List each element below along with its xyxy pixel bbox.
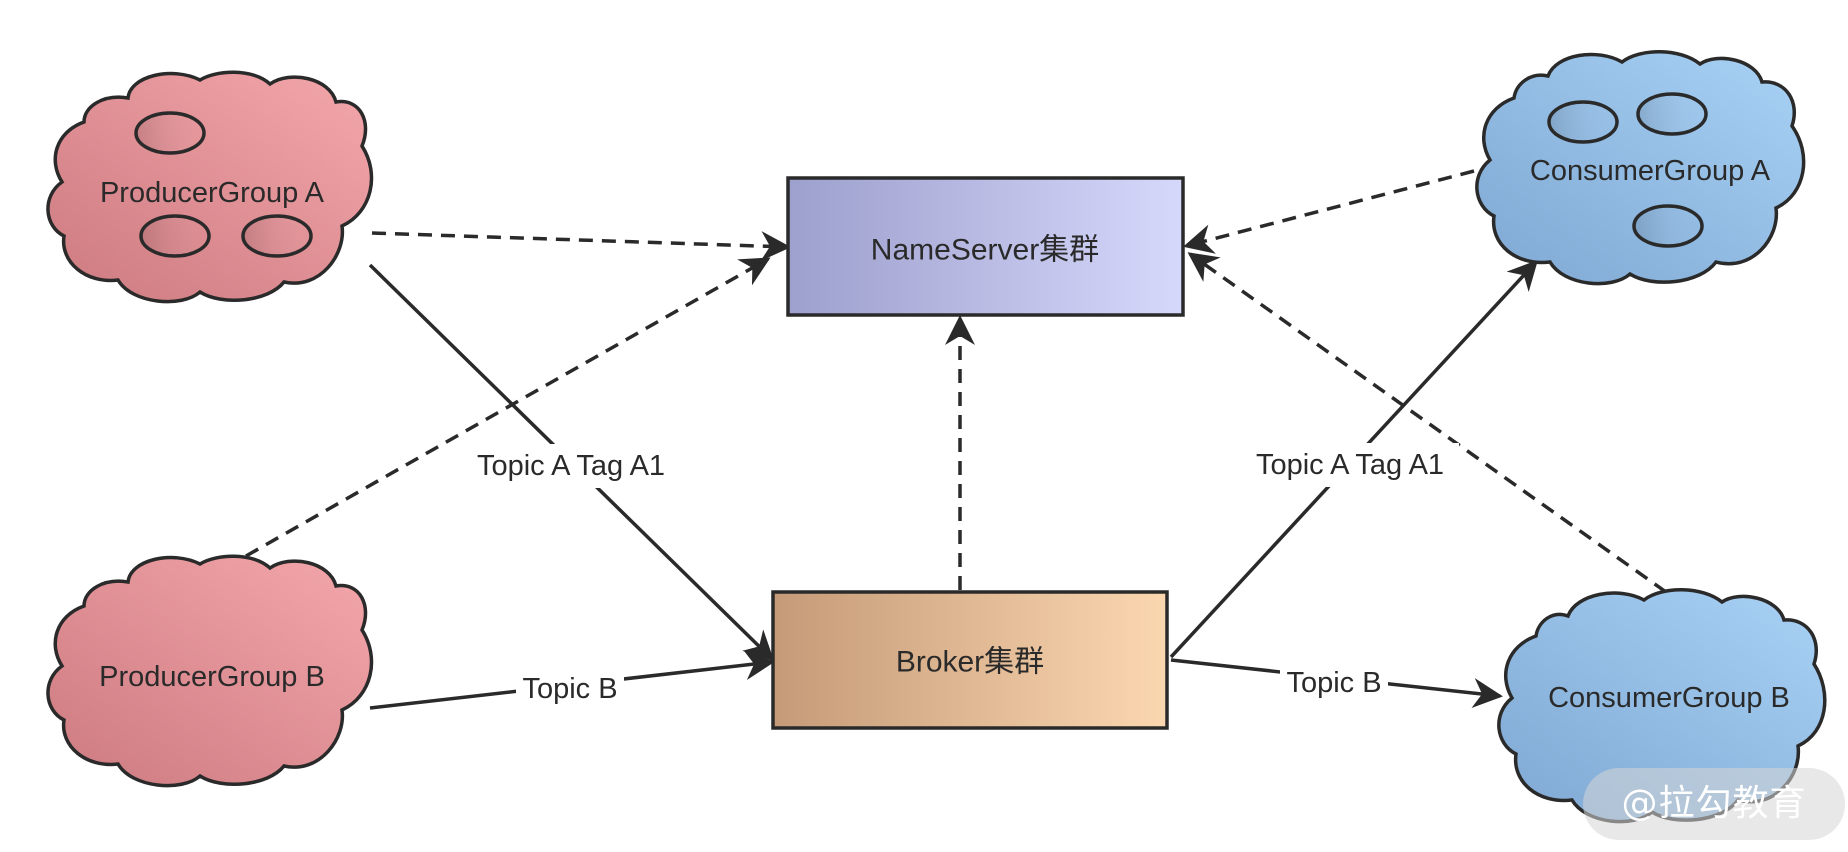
consumer-instance-icon — [1547, 100, 1619, 144]
edge-label-consumer-a-topic: Topic A Tag A1 — [1256, 449, 1444, 481]
consumer-group-b-label: ConsumerGroup B — [1548, 682, 1790, 714]
edge-label-consumer-b-topic: Topic B — [1286, 667, 1381, 699]
producer-group-a-node: ProducerGroup A — [46, 70, 374, 304]
consumer-instance-icon — [1636, 92, 1708, 136]
consumer-group-a-node: ConsumerGroup A — [1475, 50, 1806, 286]
producer-instance-icon — [241, 214, 313, 258]
producer-instance-icon — [134, 111, 206, 155]
consumer-group-a-label: ConsumerGroup A — [1530, 155, 1771, 187]
broker-cluster-label: Broker集群 — [896, 646, 1044, 679]
brand-watermark: @拉勾教育 — [1583, 768, 1845, 840]
edge-producer-a-to-nameserver — [371, 231, 791, 262]
edge-producer-b-to-nameserver — [245, 257, 771, 558]
edge-labels: Topic A Tag A1 Topic A Tag A1 Topic B To… — [462, 443, 1459, 710]
producer-group-a-label: ProducerGroup A — [100, 177, 325, 209]
consumer-instance-icon — [1632, 204, 1704, 248]
nameserver-cluster-label: NameServer集群 — [871, 234, 1099, 267]
broker-cluster-node: Broker集群 — [771, 590, 1169, 730]
producer-group-b-cloud — [46, 554, 374, 788]
edge-consumer-b-to-nameserver — [1187, 252, 1668, 594]
edge-label-producer-a-topic: Topic A Tag A1 — [477, 450, 665, 482]
producer-group-b-label: ProducerGroup B — [99, 661, 325, 693]
nameserver-cluster-node: NameServer集群 — [786, 176, 1185, 317]
edge-consumer-a-to-nameserver — [1183, 169, 1475, 254]
consumer-group-b-node: ConsumerGroup B — [1497, 588, 1827, 824]
producer-group-b-node: ProducerGroup B — [46, 554, 374, 788]
producer-instance-icon — [139, 214, 211, 258]
edge-label-producer-b-topic: Topic B — [522, 673, 617, 705]
